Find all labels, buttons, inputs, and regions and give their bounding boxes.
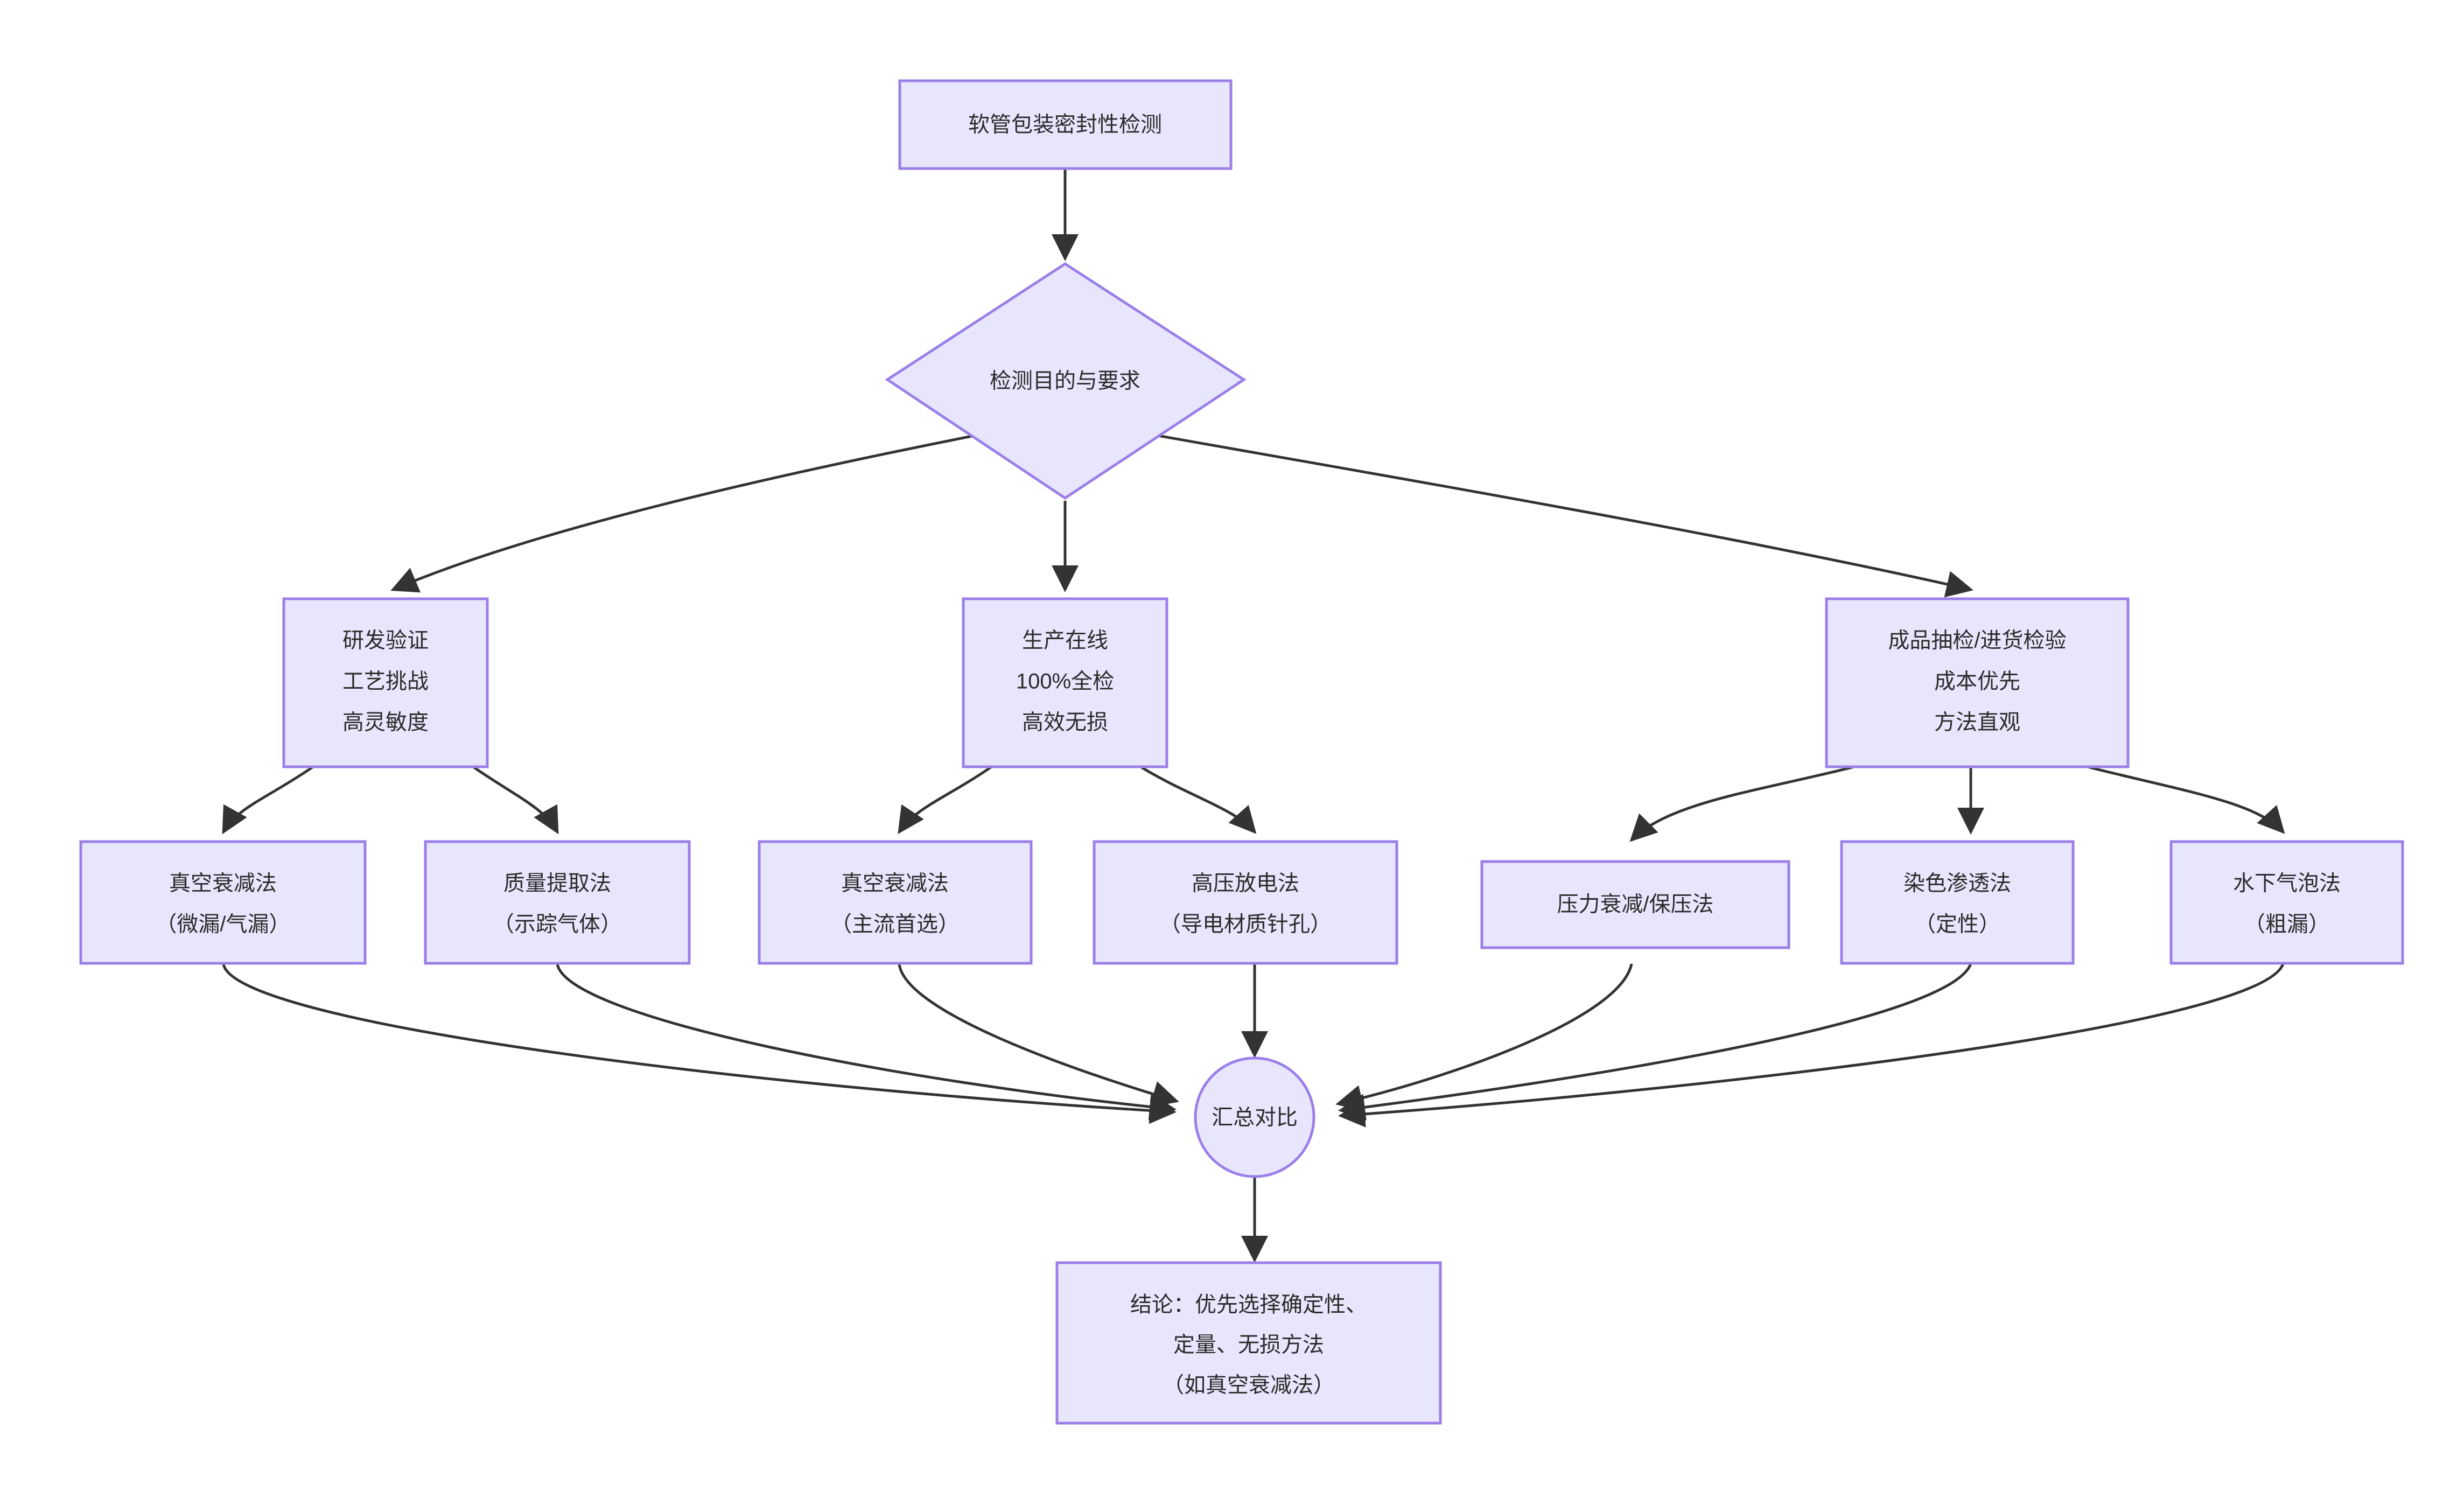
node-root-label: 软管包装密封性检测 xyxy=(968,113,1162,137)
node-conclusion-box[interactable] xyxy=(1055,1261,1442,1425)
node-branch-rd-line-3: 高灵敏度 xyxy=(342,711,429,734)
node-branch-production[interactable]: 生产在线 100%全检 高效无损 xyxy=(962,597,1168,768)
node-summary-circle[interactable] xyxy=(1194,1056,1315,1178)
edge-decision-to-branch-rd xyxy=(390,432,986,593)
node-method-mass-extraction-line-2: （示踪气体） xyxy=(493,913,622,936)
node-method-vacuum-decay-main-line-2: （主流首选） xyxy=(830,913,960,936)
node-branch-inspection-line-3: 方法直观 xyxy=(1934,711,2020,734)
edge-branch-rd-to-vacuum-micro xyxy=(222,766,313,835)
node-branch-inspection-line-2: 成本优先 xyxy=(1934,670,2020,694)
edge-layer xyxy=(222,169,2285,1263)
edge-dye-penetration-to-summary xyxy=(1338,963,1972,1121)
edge-branch-inspection-to-pressure-decay xyxy=(1629,766,1853,842)
node-method-vacuum-decay-main[interactable]: 真空衰减法 （主流首选） xyxy=(758,840,1033,965)
edge-pressure-decay-to-summary xyxy=(1335,963,1633,1112)
edge-mass-extraction-to-summary xyxy=(556,963,1177,1121)
node-method-vacuum-decay-main-box[interactable] xyxy=(758,840,1033,965)
node-branch-inspection-box[interactable] xyxy=(1825,597,2130,768)
node-decision-diamond[interactable] xyxy=(885,262,1247,500)
node-decision[interactable]: 检测目的与要求 xyxy=(885,262,1247,500)
edge-vacuum-main-to-summary xyxy=(898,963,1179,1108)
node-method-hv-discharge-line-1: 高压放电法 xyxy=(1192,872,1299,895)
node-conclusion-line-1-rest: 优先选择确定性、 xyxy=(1195,1293,1367,1317)
node-conclusion[interactable]: 结论：优先选择确定性、 定量、无损方法 （如真空衰减法） xyxy=(1055,1261,1442,1425)
node-conclusion-line-3: （如真空衰减法） xyxy=(1163,1374,1335,1397)
node-method-dye-penetration[interactable]: 染色渗透法 （定性） xyxy=(1840,840,2075,965)
node-method-hv-discharge-line-2: （导电材质针孔） xyxy=(1159,913,1332,936)
node-method-hv-discharge-box[interactable] xyxy=(1093,840,1398,965)
node-method-mass-extraction[interactable]: 质量提取法 （示踪气体） xyxy=(424,840,691,965)
edge-branch-rd-to-mass-extraction xyxy=(473,766,559,835)
edge-vacuum-micro-to-summary xyxy=(222,963,1177,1124)
node-branch-rd-box[interactable] xyxy=(282,597,489,768)
node-method-vacuum-decay-micro-box[interactable] xyxy=(79,840,367,965)
node-conclusion-line-2: 定量、无损方法 xyxy=(1173,1333,1324,1357)
node-method-underwater-bubble-line-2: （粗漏） xyxy=(2244,913,2330,936)
node-summary[interactable]: 汇总对比 xyxy=(1194,1056,1315,1178)
node-method-vacuum-decay-main-line-1: 真空衰减法 xyxy=(841,872,949,895)
node-root-box[interactable] xyxy=(898,79,1233,170)
node-method-underwater-bubble[interactable]: 水下气泡法 （粗漏） xyxy=(2169,840,2404,965)
node-branch-rd-line-2: 工艺挑战 xyxy=(342,670,429,694)
node-method-pressure-decay[interactable]: 压力衰减/保压法 xyxy=(1480,860,1790,949)
node-root[interactable]: 软管包装密封性检测 xyxy=(898,79,1233,170)
node-branch-production-line-1: 生产在线 xyxy=(1022,629,1108,653)
node-method-pressure-decay-box[interactable] xyxy=(1480,860,1790,949)
node-decision-label: 检测目的与要求 xyxy=(990,369,1140,393)
node-method-mass-extraction-box[interactable] xyxy=(424,840,691,965)
node-branch-inspection-line-1: 成品抽检/进货检验 xyxy=(1888,629,2066,653)
node-method-dye-penetration-line-1: 染色渗透法 xyxy=(1903,872,2011,895)
node-method-mass-extraction-line-1: 质量提取法 xyxy=(503,872,611,895)
edge-branch-inspection-to-underwater-bubble xyxy=(2089,766,2285,834)
node-summary-label: 汇总对比 xyxy=(1212,1106,1298,1130)
node-method-dye-penetration-line-2: （定性） xyxy=(1914,913,2000,936)
node-branch-production-line-3: 高效无损 xyxy=(1022,711,1108,734)
edge-underwater-bubble-to-summary xyxy=(1338,963,2285,1128)
node-method-dye-penetration-box[interactable] xyxy=(1840,840,2075,965)
node-method-hv-discharge[interactable]: 高压放电法 （导电材质针孔） xyxy=(1093,840,1398,965)
node-method-vacuum-decay-micro-line-2: （微漏/气漏） xyxy=(155,913,290,936)
node-branch-production-box[interactable] xyxy=(962,597,1168,768)
edge-branch-production-to-hv-discharge xyxy=(1140,766,1257,834)
node-branch-production-line-2: 100%全检 xyxy=(1016,670,1114,694)
node-branch-rd-line-1: 研发验证 xyxy=(342,629,429,653)
edge-decision-to-branch-inspection xyxy=(1145,432,1973,598)
node-conclusion-line-1: 结论：优先选择确定性、 xyxy=(1130,1293,1367,1317)
node-method-underwater-bubble-line-1: 水下气泡法 xyxy=(2233,872,2341,895)
edge-branch-production-to-vacuum-main xyxy=(898,766,992,835)
node-method-pressure-decay-line-1: 压力衰减/保压法 xyxy=(1557,893,1713,916)
node-branch-inspection[interactable]: 成品抽检/进货检验 成本优先 方法直观 xyxy=(1825,597,2130,768)
node-method-vacuum-decay-micro-line-1: 真空衰减法 xyxy=(169,872,277,895)
node-branch-rd[interactable]: 研发验证 工艺挑战 高灵敏度 xyxy=(282,597,489,768)
node-conclusion-lead: 结论： xyxy=(1130,1293,1195,1317)
node-method-vacuum-decay-micro[interactable]: 真空衰减法 （微漏/气漏） xyxy=(79,840,367,965)
node-method-underwater-bubble-box[interactable] xyxy=(2169,840,2404,965)
